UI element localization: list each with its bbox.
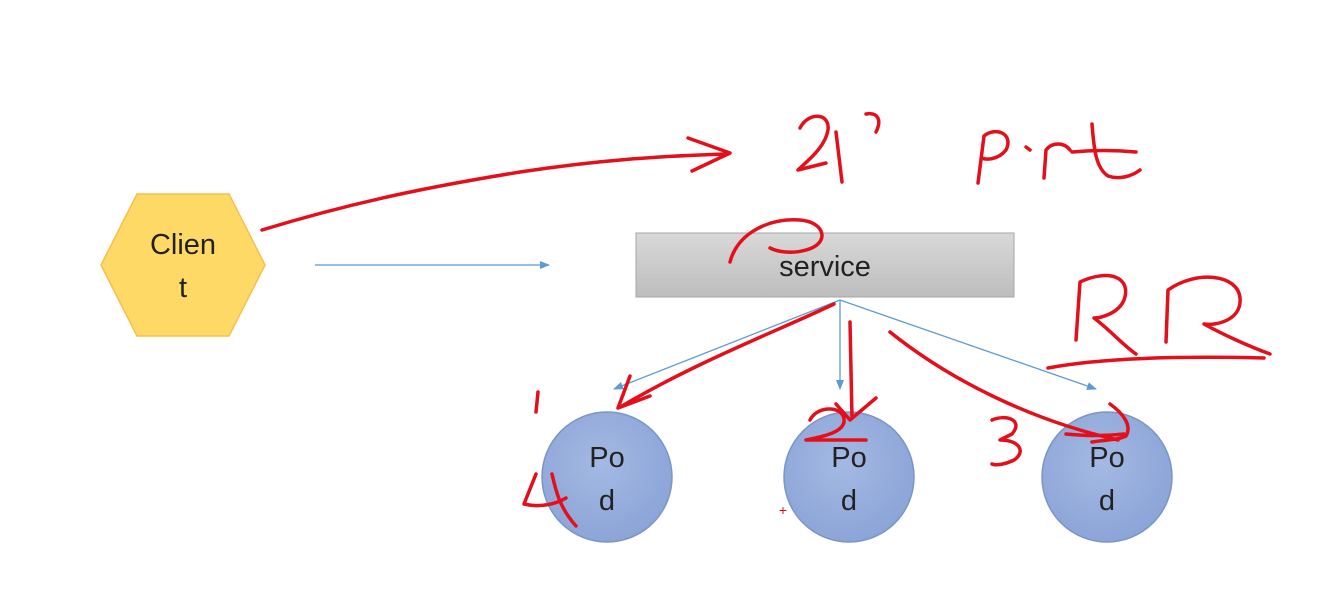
ink-arrow-pod2 — [848, 320, 854, 420]
client-node: Clien t — [100, 193, 266, 337]
ink-letters-rr-1 — [1074, 273, 1138, 356]
service-node: service — [635, 232, 1015, 298]
client-label-line2: t — [179, 272, 187, 304]
ink-number-3 — [990, 415, 1022, 467]
pod-label-line2: d — [1099, 485, 1115, 517]
pod-node-1: Po d — [541, 411, 673, 543]
handwritten-annotations — [260, 111, 1272, 528]
pod-circle — [541, 411, 673, 543]
ink-underline-rr — [1046, 355, 1266, 370]
ink-curve-arrow — [260, 152, 730, 232]
ink-scribble-tick — [864, 111, 881, 134]
ink-arrowhead-pod3 — [1090, 402, 1130, 444]
pod-label-line1: Po — [1089, 442, 1124, 474]
service-box — [635, 232, 1015, 298]
ink-number-1 — [534, 390, 540, 414]
ink-word-port-dot — [1024, 145, 1032, 152]
ink-number-4-stem — [550, 472, 578, 528]
ink-strike-pod3 — [1064, 432, 1126, 438]
ink-arrowhead-pod1 — [616, 374, 652, 410]
client-label-line1: Clien — [150, 229, 216, 261]
service-to-pod-3-arrow — [839, 299, 1097, 390]
ink-word-port-r — [1042, 142, 1072, 180]
ink-word-port-p — [976, 129, 1010, 185]
ink-arrowhead-top — [686, 136, 732, 173]
pod-label-line1: Po — [589, 442, 624, 474]
client-hexagon — [100, 193, 266, 337]
pod-circle — [783, 411, 915, 543]
ink-word-port-t — [1090, 122, 1142, 180]
ink-number-2 — [804, 407, 868, 442]
ink-loop-service — [728, 218, 824, 264]
pod-circle — [1041, 411, 1173, 543]
plus-marker: + — [779, 502, 787, 518]
pod-label-line1: Po — [831, 442, 866, 474]
service-label: service — [779, 251, 871, 283]
ink-letters-rr-2 — [1164, 275, 1272, 356]
ink-scribble-hook — [834, 130, 844, 184]
pod-label-line2: d — [841, 485, 857, 517]
pod-node-2: Po d — [783, 411, 915, 543]
ink-scribble-2-top — [796, 114, 830, 172]
ink-arrowhead-pod2 — [834, 396, 878, 422]
ink-arrow-pod1 — [620, 302, 836, 408]
service-to-pod-1-arrow — [613, 299, 841, 390]
ink-word-port-t-cross — [1070, 148, 1138, 154]
pod-label-line2: d — [599, 485, 615, 517]
ink-number-4 — [522, 472, 568, 508]
ink-arrow-pod3 — [888, 330, 1120, 442]
pod-node-3: Po d — [1041, 411, 1173, 543]
